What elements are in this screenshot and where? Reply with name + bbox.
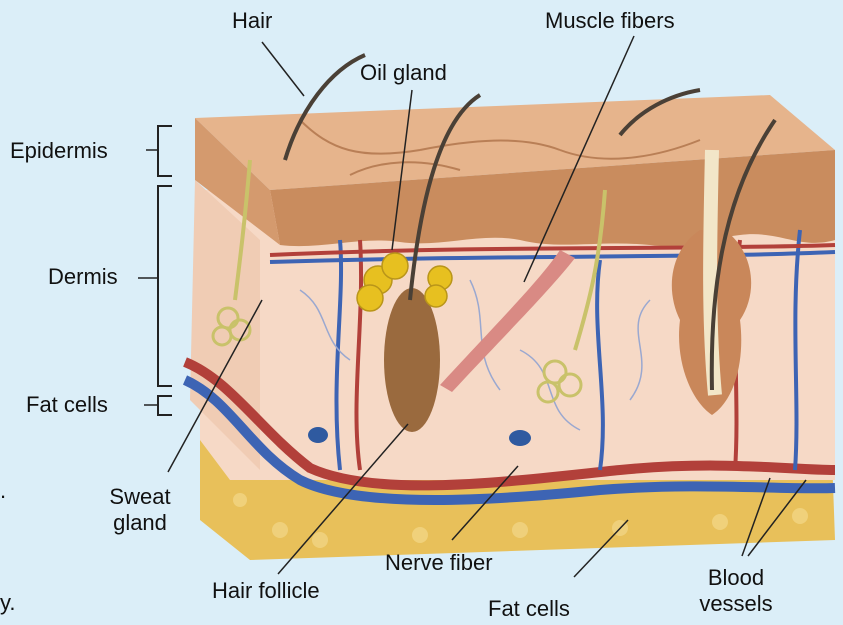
label-hair: Hair bbox=[232, 8, 272, 34]
label-muscle-fibers: Muscle fibers bbox=[545, 8, 675, 34]
label-epidermis: Epidermis bbox=[10, 138, 108, 164]
label-blood-vessels: Blood vessels bbox=[690, 565, 782, 617]
label-dermis: Dermis bbox=[48, 264, 118, 290]
label-sweat-gland: Sweat gland bbox=[100, 484, 180, 536]
margin-mark-2: y. bbox=[0, 590, 15, 616]
label-fat-cells-layer: Fat cells bbox=[26, 392, 108, 418]
margin-mark-1: . bbox=[0, 478, 6, 504]
fat-cells-bracket bbox=[158, 396, 172, 415]
dermis-bracket bbox=[158, 186, 172, 386]
label-nerve-fiber: Nerve fiber bbox=[385, 550, 493, 576]
epidermis-bracket bbox=[158, 126, 172, 176]
label-blood-vessels-line-1: Blood bbox=[690, 565, 782, 591]
hair-follicle-shape bbox=[384, 288, 440, 432]
hair-leader bbox=[262, 42, 304, 96]
label-oil-gland: Oil gland bbox=[360, 60, 447, 86]
label-blood-vessels-line-2: vessels bbox=[690, 591, 782, 617]
label-fat-cells-bottom: Fat cells bbox=[488, 596, 570, 622]
layer-brackets bbox=[158, 126, 172, 415]
label-hair-follicle: Hair follicle bbox=[212, 578, 320, 604]
label-sweat-gland-line-1: Sweat bbox=[100, 484, 180, 510]
label-sweat-gland-line-2: gland bbox=[100, 510, 180, 536]
